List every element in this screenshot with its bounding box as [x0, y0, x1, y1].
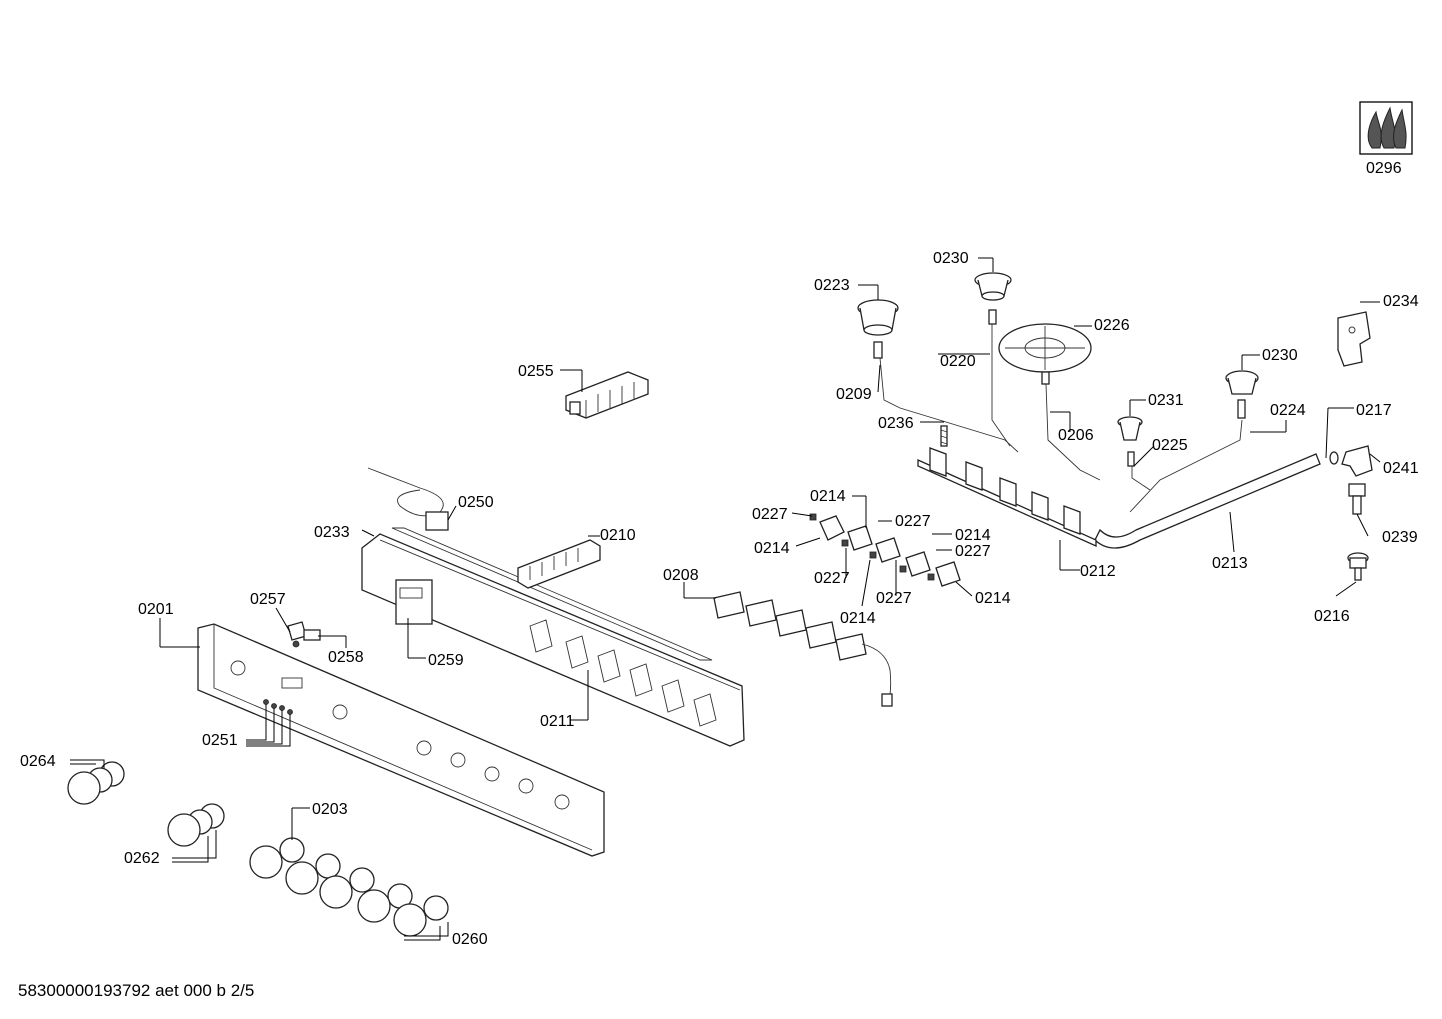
- gas-manifold-valves: [917, 447, 1097, 548]
- switch-harness-0208: [713, 591, 893, 707]
- screw-0236: [940, 425, 948, 447]
- label-0213: 0213: [1212, 555, 1248, 572]
- connector-0216: [1347, 552, 1369, 581]
- leader-0251: [246, 704, 291, 747]
- drawing-reference-footer: 58300000193792 aet 000 b 2/5: [18, 981, 255, 1000]
- terminal-block-0255: [565, 371, 649, 419]
- label-0225: 0225: [1152, 437, 1188, 454]
- leader-0209: [877, 364, 881, 393]
- burner-0230-right: [1225, 370, 1259, 419]
- leader-0227a: [791, 512, 813, 517]
- switch-0258: [303, 629, 321, 641]
- label-0223: 0223: [814, 277, 850, 294]
- label-0260: 0260: [452, 931, 488, 948]
- label-0262: 0262: [124, 850, 160, 867]
- leader-0216: [1335, 581, 1357, 597]
- label-0210: 0210: [600, 527, 636, 544]
- leader-0257: [275, 607, 291, 633]
- burner-0230-top: [974, 272, 1012, 325]
- label-0236: 0236: [878, 415, 914, 432]
- knob-0262: [167, 803, 225, 847]
- label-0211: 0211: [540, 713, 575, 730]
- label-0206: 0206: [1058, 427, 1094, 444]
- label-0230-top: 0230: [933, 250, 969, 267]
- label-0209: 0209: [836, 386, 872, 403]
- label-0250: 0250: [458, 494, 494, 511]
- leader-0225: [1133, 445, 1155, 467]
- label-0227-d: 0227: [814, 570, 850, 587]
- label-0264: 0264: [20, 753, 56, 770]
- label-0212: 0212: [1080, 563, 1116, 580]
- label-0227-c: 0227: [955, 543, 991, 560]
- leader-0239: [1356, 513, 1369, 537]
- label-0216: 0216: [1314, 608, 1350, 625]
- gas-pipes: [879, 324, 1321, 549]
- label-0241: 0241: [1383, 460, 1419, 477]
- label-0251: 0251: [202, 732, 238, 749]
- label-0258: 0258: [328, 649, 364, 666]
- label-0224: 0224: [1270, 402, 1306, 419]
- label-0201: 0201: [138, 601, 174, 618]
- leader-0233: [361, 529, 375, 537]
- label-0234: 0234: [1383, 293, 1419, 310]
- label-0231: 0231: [1148, 392, 1184, 409]
- leader-0214b: [795, 537, 821, 547]
- label-0203: 0203: [312, 801, 348, 818]
- wire-loop-0250: [367, 467, 449, 531]
- label-0214-c: 0214: [955, 527, 991, 544]
- label-0220: 0220: [940, 353, 976, 370]
- leader-0213: [1229, 511, 1235, 553]
- gas-flame-symbol: [1359, 101, 1413, 155]
- leader-0260: [404, 922, 449, 941]
- label-0230-right: 0230: [1262, 347, 1298, 364]
- label-0226: 0226: [1094, 317, 1130, 334]
- label-0227-a: 0227: [752, 506, 788, 523]
- front-panel-0201: [197, 623, 605, 857]
- panel-frame-0233: [361, 527, 745, 747]
- leader-0214e: [955, 581, 973, 597]
- label-0296: 0296: [1366, 160, 1402, 177]
- leader-0217-v: [1325, 407, 1329, 459]
- nozzle-0239: [1348, 483, 1366, 515]
- elbow-0241: [1329, 445, 1373, 477]
- label-0214-b: 0214: [754, 540, 790, 557]
- knob-0264: [67, 761, 125, 805]
- label-0259: 0259: [428, 652, 464, 669]
- label-0214-a: 0214: [810, 488, 846, 505]
- bracket-0234: [1337, 311, 1371, 367]
- label-0214-d: 0214: [840, 610, 876, 627]
- label-0233: 0233: [314, 524, 350, 541]
- label-0214-e: 0214: [975, 590, 1011, 607]
- leader-0214d: [861, 559, 871, 607]
- wok-burner-0226: [998, 323, 1092, 385]
- label-0257: 0257: [250, 591, 286, 608]
- label-0208: 0208: [663, 567, 699, 584]
- terminal-strip-0210: [517, 539, 601, 589]
- label-0217: 0217: [1356, 402, 1392, 419]
- leader-0262: [172, 830, 217, 863]
- switch-0257: [287, 621, 307, 648]
- burner-0223: [857, 299, 899, 359]
- label-0255: 0255: [518, 363, 554, 380]
- valve-cluster: [809, 513, 961, 587]
- label-0239: 0239: [1382, 529, 1418, 546]
- label-0227-e: 0227: [876, 590, 912, 607]
- leader-0250: [447, 505, 457, 521]
- knobs-0203: [249, 837, 449, 937]
- thermocouple-0231: [1117, 416, 1143, 467]
- leader-0264: [70, 759, 105, 768]
- label-0227-b: 0227: [895, 513, 931, 530]
- leader-0241: [1369, 453, 1381, 463]
